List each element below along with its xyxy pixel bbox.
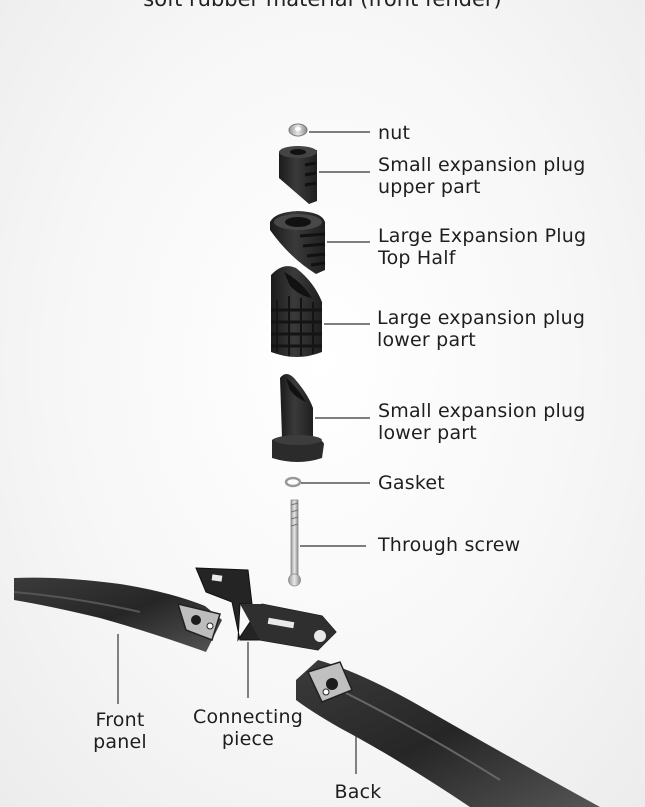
label-large-plug-lower-line-2: lower part <box>377 329 476 351</box>
label-large-plug-lower-line-1: Large expansion plug <box>377 307 586 329</box>
label-small-plug-lower-line-2: lower part <box>378 422 477 444</box>
label-large-plug-top-line-1: Large Expansion Plug <box>378 225 587 247</box>
label-front-panel: Front panel <box>78 709 162 753</box>
label-connecting-piece-line-2: piece <box>221 728 275 750</box>
label-nut: nut <box>378 122 410 144</box>
large-plug-lower-part <box>271 266 322 357</box>
label-small-plug-upper-line-2: upper part <box>378 176 481 198</box>
label-through-screw-line-1: Through screw <box>378 534 521 556</box>
through-screw-part <box>288 499 301 587</box>
label-large-plug-top: Large Expansion Plug Top Half <box>378 225 586 269</box>
label-front-panel-line-2: panel <box>93 731 147 753</box>
gasket-part <box>284 476 302 488</box>
label-connecting-piece: Connecting piece <box>184 706 312 750</box>
label-nut-line-1: nut <box>378 122 411 144</box>
label-connecting-piece-line-1: Connecting <box>193 706 303 728</box>
connecting-piece-part <box>195 567 337 651</box>
label-gasket-line-1: Gasket <box>378 472 445 494</box>
label-through-screw: Through screw <box>378 534 520 556</box>
label-back-line-1: Back <box>334 781 382 803</box>
diagram-title: soft rubber material (front fender) <box>0 0 645 11</box>
label-small-plug-upper-line-1: Small expansion plug <box>378 154 586 176</box>
label-small-plug-lower-line-1: Small expansion plug <box>378 400 586 422</box>
label-large-plug-lower: Large expansion plug lower part <box>377 307 585 351</box>
leader-lines <box>117 131 370 774</box>
back-part <box>296 660 600 807</box>
label-small-plug-upper: Small expansion plug upper part <box>378 154 585 198</box>
label-small-plug-lower: Small expansion plug lower part <box>378 400 585 444</box>
front-panel-part <box>13 577 222 652</box>
label-large-plug-top-line-2: Top Half <box>378 247 456 269</box>
large-plug-top-part <box>270 211 326 274</box>
label-gasket: Gasket <box>378 472 445 494</box>
nut-part <box>288 123 308 137</box>
label-front-panel-line-1: Front <box>95 709 145 731</box>
label-back: Back <box>318 781 398 803</box>
small-plug-upper-part <box>279 146 317 204</box>
small-plug-lower-part <box>272 374 324 462</box>
